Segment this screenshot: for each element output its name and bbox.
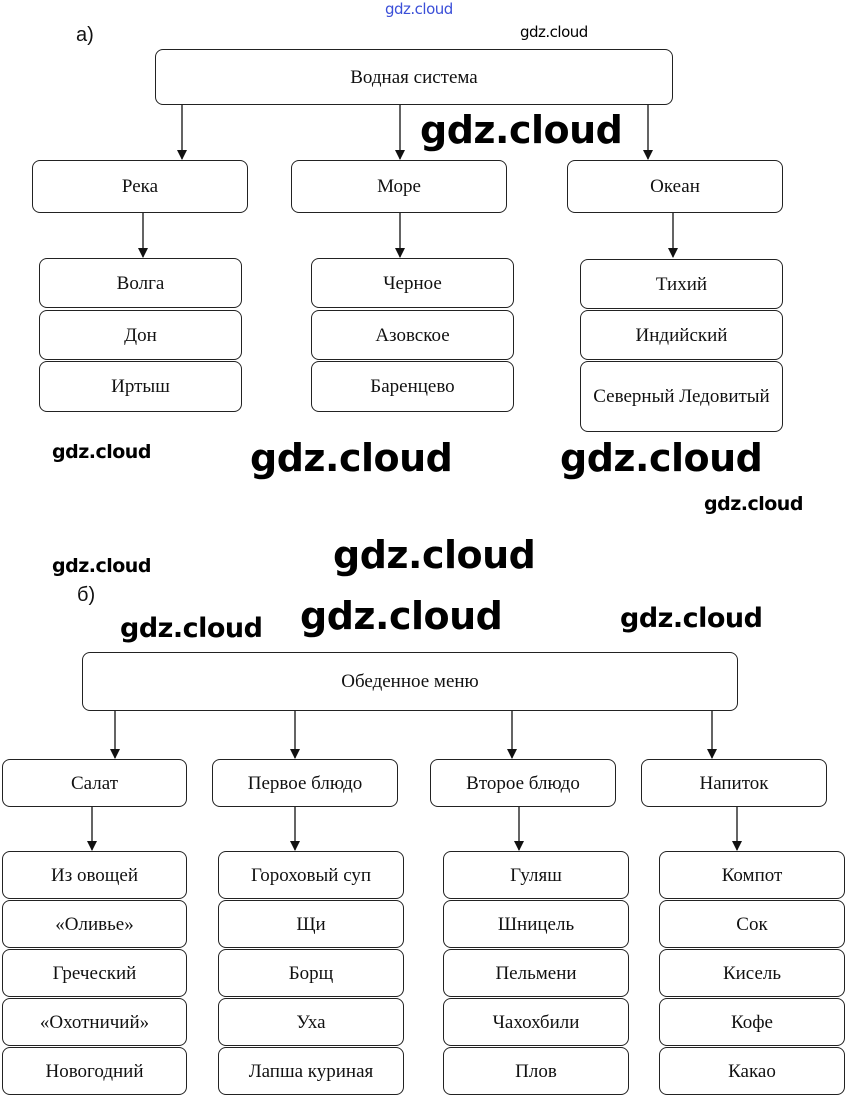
leaf-node: Тихий <box>580 259 783 309</box>
watermark: gdz.cloud <box>120 613 263 644</box>
leaf-node: Гороховый суп <box>218 851 404 899</box>
root-node: Водная система <box>155 49 673 105</box>
leaf-node: Гуляш <box>443 851 629 899</box>
leaf-node: Кофе <box>659 998 845 1046</box>
leaf-node: Кисель <box>659 949 845 997</box>
leaf-node: Дон <box>39 310 242 360</box>
watermark: gdz.cloud <box>704 493 803 515</box>
leaf-node: Плов <box>443 1047 629 1095</box>
leaf-node: Компот <box>659 851 845 899</box>
leaf-node: Уха <box>218 998 404 1046</box>
category-node: Напиток <box>641 759 827 807</box>
watermark: gdz.cloud <box>420 108 623 152</box>
leaf-node: «Охотничий» <box>2 998 187 1046</box>
part-b-label: б) <box>77 584 96 606</box>
leaf-node: Иртыш <box>39 361 242 412</box>
leaf-node: Лапша куриная <box>218 1047 404 1095</box>
watermark: gdz.cloud <box>520 23 588 41</box>
leaf-node: Баренцево <box>311 361 514 412</box>
watermark: gdz.cloud <box>385 0 453 18</box>
watermark: gdz.cloud <box>560 436 763 480</box>
category-node: Море <box>291 160 507 213</box>
leaf-node: Пельмени <box>443 949 629 997</box>
leaf-node: Чахохбили <box>443 998 629 1046</box>
leaf-node: Какао <box>659 1047 845 1095</box>
leaf-node: Черное <box>311 258 514 308</box>
category-node: Салат <box>2 759 187 807</box>
leaf-node: Шницель <box>443 900 629 948</box>
leaf-node: Северный Ледовитый <box>580 361 783 432</box>
watermark: gdz.cloud <box>300 594 503 638</box>
leaf-node: Сок <box>659 900 845 948</box>
watermark: gdz.cloud <box>333 533 536 577</box>
category-node: Второе блюдо <box>430 759 616 807</box>
leaf-node: Азовское <box>311 310 514 360</box>
category-node: Океан <box>567 160 783 213</box>
leaf-node: Щи <box>218 900 404 948</box>
leaf-node: Из овощей <box>2 851 187 899</box>
watermark: gdz.cloud <box>620 603 763 634</box>
watermark: gdz.cloud <box>250 436 453 480</box>
leaf-node: «Оливье» <box>2 900 187 948</box>
leaf-node: Волга <box>39 258 242 308</box>
category-node: Река <box>32 160 248 213</box>
watermark: gdz.cloud <box>52 555 151 577</box>
leaf-node: Индийский <box>580 310 783 360</box>
category-node: Первое блюдо <box>212 759 398 807</box>
leaf-node: Борщ <box>218 949 404 997</box>
part-a-label: а) <box>76 24 94 46</box>
root-node: Обеденное меню <box>82 652 738 711</box>
watermark: gdz.cloud <box>52 441 151 463</box>
leaf-node: Новогодний <box>2 1047 187 1095</box>
leaf-node: Греческий <box>2 949 187 997</box>
